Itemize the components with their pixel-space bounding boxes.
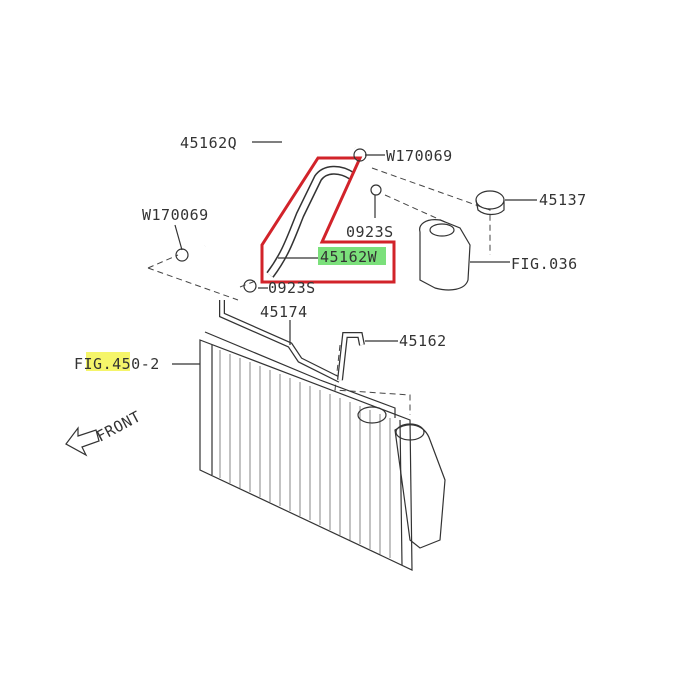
label-45162: 45162 xyxy=(399,332,447,350)
radiator xyxy=(199,339,413,571)
clip-icon xyxy=(370,184,382,196)
radiator-fins xyxy=(219,350,391,558)
label-fig-036: FIG.036 xyxy=(511,255,578,273)
label-w170069-left: W170069 xyxy=(142,206,209,224)
reservoir-tank xyxy=(419,219,471,291)
highlight-45162w xyxy=(318,247,386,265)
radiator-cap xyxy=(475,190,505,210)
guide-lines xyxy=(147,167,491,415)
clip-icon xyxy=(243,279,257,293)
label-45162q: 45162Q xyxy=(180,134,237,152)
label-45174: 45174 xyxy=(260,303,308,321)
highlight-box xyxy=(260,156,396,284)
label-45162w: 45162W xyxy=(320,248,378,266)
side-tank xyxy=(394,424,446,549)
label-0923s-lower: 0923S xyxy=(268,279,316,297)
label-w170069-right: W170069 xyxy=(386,147,453,165)
highlight-fig450 xyxy=(86,352,130,371)
label-45137: 45137 xyxy=(539,191,587,209)
leader-lines xyxy=(172,141,537,365)
label-0923s-upper: 0923S xyxy=(346,223,394,241)
label-front: FRONT xyxy=(93,407,144,445)
label-fig-450-2: FIG.450-2 xyxy=(74,355,160,373)
front-arrow-icon xyxy=(65,426,100,457)
